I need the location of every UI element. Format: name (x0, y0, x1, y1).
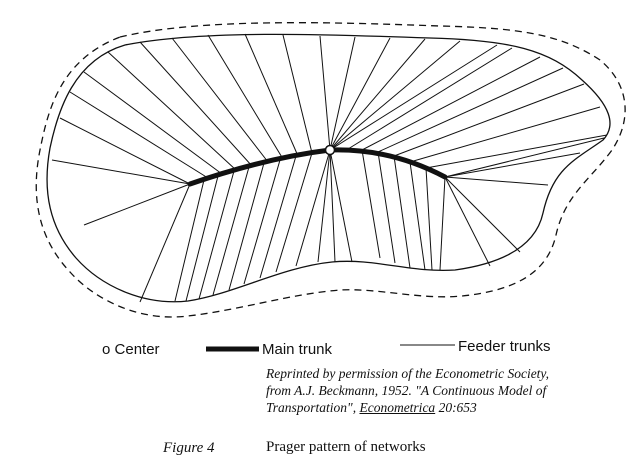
journal-name: Econometrica (359, 400, 436, 415)
center-node (324, 144, 336, 156)
credit-line-3-prefix: Transportation", (266, 400, 360, 415)
feeder-trunk-line (139, 183, 191, 303)
legend-main-trunk-label: Main trunk (262, 341, 333, 358)
feeder-trunk-line (444, 176, 491, 267)
feeder-trunk-line (275, 152, 313, 273)
feeder-trunk-line (377, 67, 564, 153)
inner-region-boundary (46, 33, 611, 303)
feeder-trunk-line (107, 51, 237, 171)
feeder-trunk-line (319, 35, 331, 151)
center-label: Center (114, 341, 160, 358)
feeder-trunk-line (329, 37, 391, 151)
feeder-trunk-line (409, 106, 601, 163)
feeder-trunk-line (83, 183, 191, 226)
feeder-trunk-line (409, 161, 426, 271)
feeder-trunk-line (329, 38, 426, 151)
feeder-trunk-line (207, 34, 284, 160)
feeder-trunk-line (444, 152, 581, 178)
legend-center: o Center (102, 341, 160, 358)
feeder-trunk-line (393, 155, 411, 269)
feeder-trunk-line (83, 71, 223, 175)
feeder-trunk-line (185, 175, 219, 302)
feeder-trunk-line (377, 151, 396, 264)
feeder-trunk-line (347, 47, 513, 150)
feeder-trunk-line (329, 44, 498, 151)
feeder-trunk-line (444, 137, 605, 178)
main-trunk (187, 147, 448, 187)
feeder-trunk-line (174, 179, 205, 302)
feeder-trunk-line (425, 167, 433, 271)
credit-line-1: Reprinted by permission of the Econometr… (266, 366, 550, 381)
figure-caption: Prager pattern of networks (266, 439, 426, 455)
feeder-trunk-line (425, 134, 608, 169)
feeder-trunk-line (244, 33, 299, 157)
credit-line-2: from A.J. Beckmann, 1952. "A Continuous … (266, 383, 547, 398)
feeder-trunk-line (282, 34, 313, 154)
feeder-trunk-line (329, 149, 336, 263)
feeder-trunk-line (51, 159, 191, 185)
feeder-trunk-line (393, 83, 585, 157)
feeder-trunk-line (59, 117, 191, 185)
center-symbol: o (102, 341, 111, 358)
feeder-trunk-line (212, 166, 250, 296)
feeder-trunk-line (329, 40, 461, 151)
feeder-trunks (51, 33, 608, 303)
feeder-trunk-line (228, 162, 265, 291)
feeder-trunk-line (198, 170, 235, 300)
feeder-trunk-line (69, 91, 209, 179)
credit-line-3: Transportation", Econometrica 20:653 (266, 399, 549, 416)
feeder-trunk-line (444, 176, 521, 253)
feeder-trunk-line (329, 149, 353, 263)
credit-note: Reprinted by permission of the Econometr… (266, 365, 549, 416)
feeder-trunk-line (295, 149, 331, 267)
legend-feeder-trunks-label: Feeder trunks (458, 338, 551, 355)
feeder-trunk-line (444, 176, 549, 186)
feeder-trunk-line (171, 37, 269, 163)
feeder-trunk-line (329, 36, 356, 151)
feeder-trunk-line (139, 41, 253, 167)
feeder-trunk-line (259, 155, 297, 279)
feeder-trunk-line (317, 149, 331, 263)
feeder-trunk-line (361, 149, 381, 259)
feeder-trunk-line (361, 56, 541, 151)
figure-label: Figure 4 (163, 440, 215, 456)
outer-dashed-boundary (35, 22, 626, 318)
feeder-trunk-line (243, 159, 281, 285)
credit-line-3-suffix: 20:653 (435, 400, 477, 415)
feeder-trunk-line (439, 176, 446, 271)
